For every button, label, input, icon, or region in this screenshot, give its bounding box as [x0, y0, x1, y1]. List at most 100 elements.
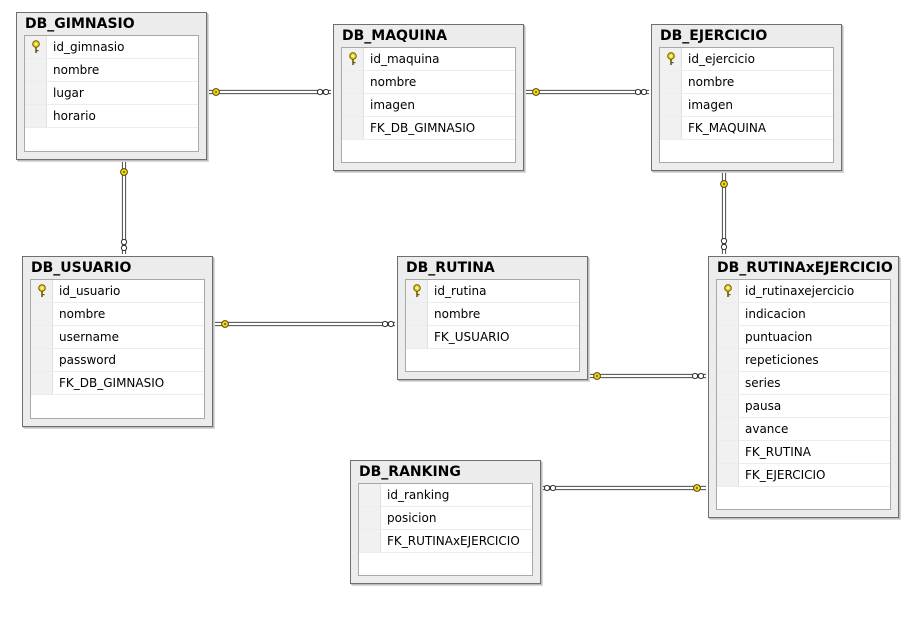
row-selector[interactable]	[660, 117, 682, 139]
row-selector[interactable]	[31, 303, 53, 325]
column-name: series	[745, 376, 781, 390]
column-row[interactable]: posicion	[359, 507, 532, 530]
relationship-maquina-gimnasio[interactable]	[208, 89, 331, 95]
column-name: FK_RUTINA	[745, 445, 811, 459]
column-name: FK_MAQUINA	[688, 121, 767, 135]
column-row[interactable]: indicacion	[717, 303, 890, 326]
column-row[interactable]: password	[31, 349, 204, 372]
column-row[interactable]: FK_USUARIO	[406, 326, 579, 349]
table-title: DB_RANKING	[359, 464, 461, 480]
many-end-infinity-icon	[543, 484, 557, 492]
row-selector[interactable]	[25, 59, 47, 81]
column-row[interactable]: lugar	[25, 82, 198, 105]
column-name: id_ranking	[387, 488, 450, 502]
column-row[interactable]: id_ejercicio	[660, 48, 833, 71]
row-selector[interactable]	[717, 395, 739, 417]
column-row[interactable]: nombre	[31, 303, 204, 326]
column-row[interactable]: pausa	[717, 395, 890, 418]
row-selector[interactable]	[406, 280, 428, 302]
row-selector[interactable]	[31, 280, 53, 302]
row-selector[interactable]	[342, 48, 364, 70]
column-row[interactable]: FK_RUTINAxEJERCICIO	[359, 530, 532, 553]
column-row[interactable]: id_usuario	[31, 280, 204, 303]
column-row[interactable]: nombre	[342, 71, 515, 94]
row-selector[interactable]	[25, 105, 47, 127]
column-row[interactable]: FK_DB_GIMNASIO	[342, 117, 515, 140]
one-end-key-icon	[532, 88, 540, 96]
column-row[interactable]: id_gimnasio	[25, 36, 198, 59]
column-name: imagen	[688, 98, 733, 112]
relationship-ranking-rutinaxejercicio[interactable]	[542, 485, 706, 491]
column-row[interactable]: imagen	[660, 94, 833, 117]
row-selector[interactable]	[717, 441, 739, 463]
row-selector[interactable]	[406, 303, 428, 325]
many-end-infinity-icon	[720, 237, 728, 251]
column-row[interactable]: nombre	[25, 59, 198, 82]
column-row[interactable]: imagen	[342, 94, 515, 117]
column-row[interactable]: nombre	[406, 303, 579, 326]
row-selector[interactable]	[359, 507, 381, 529]
relationship-usuario-gimnasio[interactable]	[121, 161, 127, 254]
column-name: posicion	[387, 511, 437, 525]
column-row[interactable]: FK_DB_GIMNASIO	[31, 372, 204, 395]
relationship-rutinaxejercicio-rutina[interactable]	[589, 373, 706, 379]
row-selector[interactable]	[359, 484, 381, 506]
many-end-infinity-icon	[316, 88, 330, 96]
column-row[interactable]: avance	[717, 418, 890, 441]
row-selector[interactable]	[717, 418, 739, 440]
column-row[interactable]: puntuacion	[717, 326, 890, 349]
row-selector[interactable]	[342, 94, 364, 116]
column-row[interactable]: id_rutina	[406, 280, 579, 303]
column-name: id_ejercicio	[688, 52, 755, 66]
row-selector[interactable]	[717, 280, 739, 302]
row-selector[interactable]	[717, 303, 739, 325]
row-selector[interactable]	[31, 372, 53, 394]
row-selector[interactable]	[660, 94, 682, 116]
column-name: nombre	[59, 307, 106, 321]
table-title: DB_RUTINAxEJERCICIO	[717, 260, 893, 276]
row-selector[interactable]	[660, 71, 682, 93]
row-selector[interactable]	[342, 117, 364, 139]
column-row[interactable]: FK_RUTINA	[717, 441, 890, 464]
column-name: nombre	[434, 307, 481, 321]
column-row[interactable]: series	[717, 372, 890, 395]
column-row[interactable]: id_ranking	[359, 484, 532, 507]
column-name: FK_USUARIO	[434, 330, 510, 344]
many-end-infinity-icon	[691, 372, 705, 380]
column-row[interactable]: username	[31, 326, 204, 349]
row-selector[interactable]	[717, 464, 739, 486]
column-name: nombre	[688, 75, 735, 89]
row-selector[interactable]	[359, 530, 381, 552]
row-selector[interactable]	[717, 349, 739, 371]
relationship-ejercicio-maquina[interactable]	[525, 89, 649, 95]
column-name: id_rutina	[434, 284, 487, 298]
column-row[interactable]: repeticiones	[717, 349, 890, 372]
column-row[interactable]: id_maquina	[342, 48, 515, 71]
column-row[interactable]: FK_MAQUINA	[660, 117, 833, 140]
row-selector[interactable]	[31, 349, 53, 371]
column-name: password	[59, 353, 116, 367]
row-selector[interactable]	[25, 82, 47, 104]
column-row[interactable]: FK_EJERCICIO	[717, 464, 890, 487]
column-row[interactable]: horario	[25, 105, 198, 128]
relationship-rutina-usuario[interactable]	[214, 321, 395, 327]
column-row[interactable]: nombre	[660, 71, 833, 94]
row-selector[interactable]	[717, 372, 739, 394]
row-selector[interactable]	[717, 326, 739, 348]
row-selector[interactable]	[406, 326, 428, 348]
column-row[interactable]: id_rutinaxejercicio	[717, 280, 890, 303]
row-selector[interactable]	[342, 71, 364, 93]
row-selector[interactable]	[31, 326, 53, 348]
table-title: DB_RUTINA	[406, 260, 495, 276]
row-selector[interactable]	[660, 48, 682, 70]
row-selector[interactable]	[25, 36, 47, 58]
